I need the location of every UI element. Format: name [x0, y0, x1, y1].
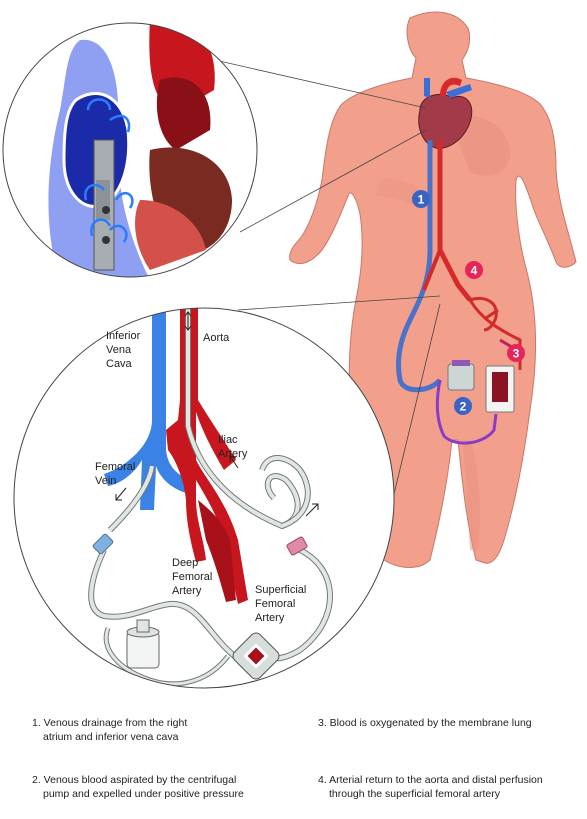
caption-line: 3. Blood is oxygenated by the membrane l… — [318, 717, 532, 729]
iliac-artery-label: Iliac Artery — [218, 434, 248, 460]
marker-1: 1 — [412, 190, 430, 208]
caption-3: 3. Blood is oxygenated by the membrane l… — [318, 716, 578, 730]
caption-line: 4. Arterial return to the aorta and dist… — [318, 774, 543, 786]
arterial-return-arrow — [305, 503, 319, 517]
body-oxygenator — [485, 365, 515, 413]
femoral-vein-arrow — [115, 487, 127, 501]
membrane-oxygenator — [232, 632, 280, 680]
caption-2: 2. Venous blood aspirated by the centrif… — [32, 773, 302, 801]
deep-femoral-artery-label: Deep Femoral Artery — [172, 557, 215, 597]
arterial-connector — [286, 536, 308, 556]
caption-1: 1. Venous drainage from the right atrium… — [32, 716, 282, 744]
heart-zoom-circle — [2, 22, 258, 278]
venous-connector — [92, 533, 114, 555]
svg-text:3: 3 — [513, 347, 520, 361]
caption-line: pump and expelled under positive pressur… — [43, 788, 244, 800]
marker-4: 4 — [465, 261, 483, 279]
femoral-zoom-circle: Inferior Vena Cava Aorta Iliac Artery Fe… — [13, 307, 395, 689]
caption-line: through the superficial femoral artery — [329, 788, 500, 800]
marker-2: 2 — [454, 397, 472, 415]
femoral-vein-label: Femoral Vein — [95, 461, 138, 487]
centrifugal-pump — [126, 619, 160, 669]
caption-line: 2. Venous blood aspirated by the centrif… — [32, 774, 237, 786]
flow-arrows — [115, 311, 319, 517]
superficial-femoral-artery-label: Superficial Femoral Artery — [255, 584, 309, 624]
caption-line: atrium and inferior vena cava — [43, 731, 179, 743]
body-pump — [447, 360, 475, 391]
caption-line: 1. Venous drainage from the right — [32, 717, 188, 729]
torso-vessels — [395, 140, 522, 445]
torso-heart — [418, 77, 473, 149]
svg-text:4: 4 — [471, 264, 478, 278]
svg-text:1: 1 — [418, 193, 425, 207]
caption-4: 4. Arterial return to the aorta and dist… — [318, 773, 580, 801]
aorta-label: Aorta — [203, 332, 230, 344]
marker-3: 3 — [507, 344, 525, 362]
iliac-arrow — [229, 455, 239, 469]
svg-text:2: 2 — [460, 400, 467, 414]
ivc-label: Inferior Vena Cava — [106, 330, 143, 370]
